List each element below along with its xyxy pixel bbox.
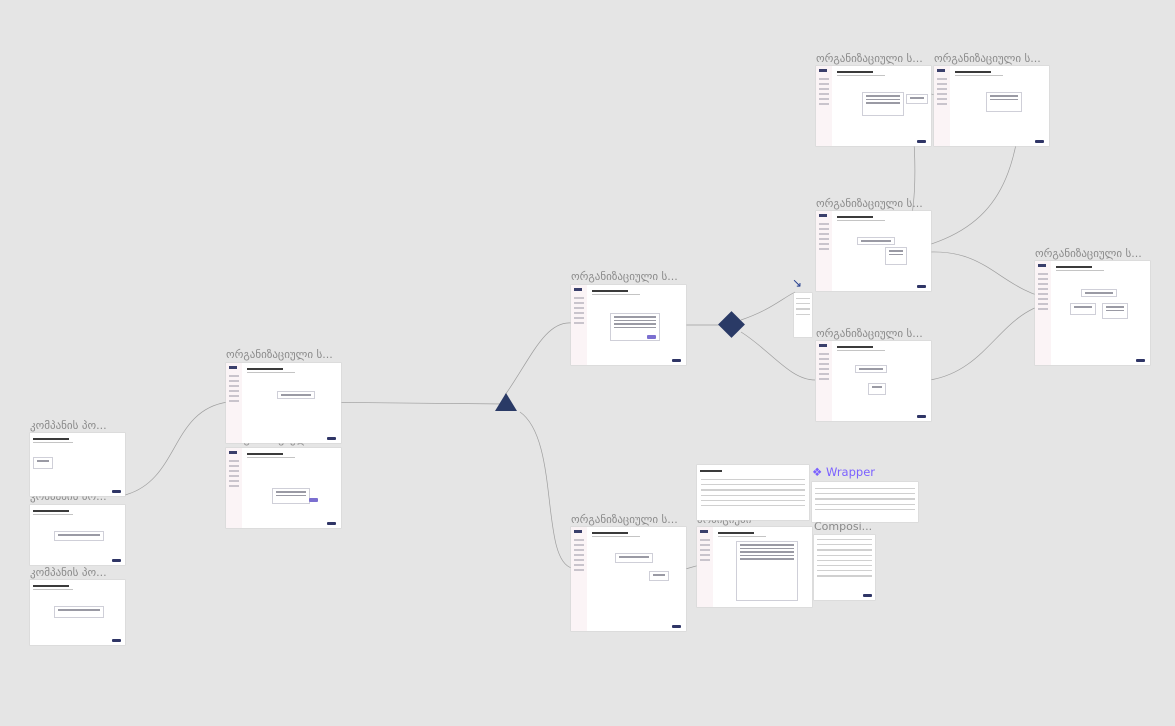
frame-org-structure[interactable] (226, 448, 341, 528)
frame-company-profile[interactable] (30, 580, 125, 645)
frame-label: ორგანიზაციული ს... (816, 197, 923, 210)
component-label-wrapper: ❖ Wrapper (812, 465, 875, 479)
frame-org-structure[interactable] (816, 341, 931, 421)
frame-org-structure[interactable] (1035, 261, 1150, 365)
start-node[interactable] (495, 393, 517, 411)
frame-positions[interactable] (697, 527, 812, 607)
decision-node[interactable] (718, 311, 745, 338)
frame-label: ორგანიზაციული ს... (934, 52, 1041, 65)
frame-label: Composi... (814, 520, 873, 533)
arrow-down-icon: ↘ (792, 276, 803, 290)
connector-line (519, 411, 573, 569)
frame-label: ორგანიზაციული ს... (226, 348, 333, 361)
connector-line (124, 401, 229, 496)
frame-company-profile[interactable] (30, 505, 125, 565)
frame-label: ორგანიზაციული ს... (571, 513, 678, 526)
frame-label: კომპანის პო... (30, 419, 107, 432)
frame-org-structure[interactable] (816, 66, 931, 146)
frame-label: კომპანის პო... (30, 566, 107, 579)
frame-org-structure[interactable] (571, 527, 686, 631)
frame-positions-table[interactable] (697, 465, 809, 520)
frame-label: ორგანიზაციული ს... (571, 270, 678, 283)
connector-line (504, 322, 573, 396)
frame-org-structure[interactable] (226, 363, 341, 443)
frame-label: ორგანიზაციული ს... (816, 52, 923, 65)
frame-org-structure[interactable] (571, 285, 686, 365)
wrapper-component[interactable] (812, 482, 918, 522)
connector-line (740, 331, 816, 381)
frame-label: ორგანიზაციული ს... (816, 327, 923, 340)
frame-label: ორგანიზაციული ს... (1035, 247, 1142, 260)
frame-org-structure[interactable] (816, 211, 931, 291)
frame-dropdown[interactable] (794, 293, 812, 337)
connector-line (740, 291, 796, 321)
frame-company-profile[interactable] (30, 433, 125, 496)
frame-org-structure[interactable] (934, 66, 1049, 146)
frame-composition[interactable] (814, 535, 875, 600)
